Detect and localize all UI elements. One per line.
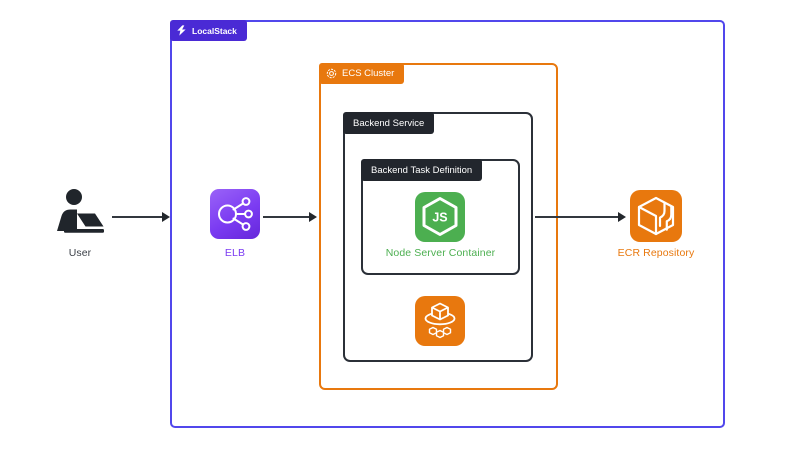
ecs-cluster-tag-label: ECS Cluster [342,68,395,79]
nodejs-js-lettering: JS [432,211,447,225]
ecs-cluster-ring-icon [326,68,337,79]
elb-label: ELB [224,247,246,259]
backend-service-tag: Backend Service [343,112,435,134]
arrow-backend-service-to-ecr [535,216,619,218]
arrowhead-elb-to-ecs-cluster [309,211,317,222]
localstack-tag: LocalStack [170,20,247,41]
node-server-container-label: Node Server Container [385,247,496,259]
person-at-laptop-icon [54,188,106,238]
ecs-cluster-boundary-box [319,63,558,390]
container-registry-cube-icon [630,190,682,242]
ecs-cluster-tag: ECS Cluster [319,63,405,84]
backend-task-definition-tag-label: Backend Task Definition [371,164,473,176]
arrowhead-user-to-localstack [162,211,170,222]
arrow-elb-to-ecs-cluster [263,216,310,218]
arrowhead-backend-service-to-ecr [618,211,626,222]
localstack-tag-label: LocalStack [192,25,237,36]
load-balancer-icon [210,189,260,239]
backend-task-definition-tag: Backend Task Definition [361,159,483,181]
localstack-boundary-box [170,20,725,428]
backend-service-tag-label: Backend Service [353,117,425,129]
ecs-service-cube-icon [415,296,465,346]
localstack-logo-icon [176,25,187,36]
nodejs-hexagon-icon: JS [415,192,465,242]
user-label: User [68,247,92,259]
ecr-repository-label: ECR Repository [617,247,695,259]
arrow-user-to-localstack [112,216,163,218]
